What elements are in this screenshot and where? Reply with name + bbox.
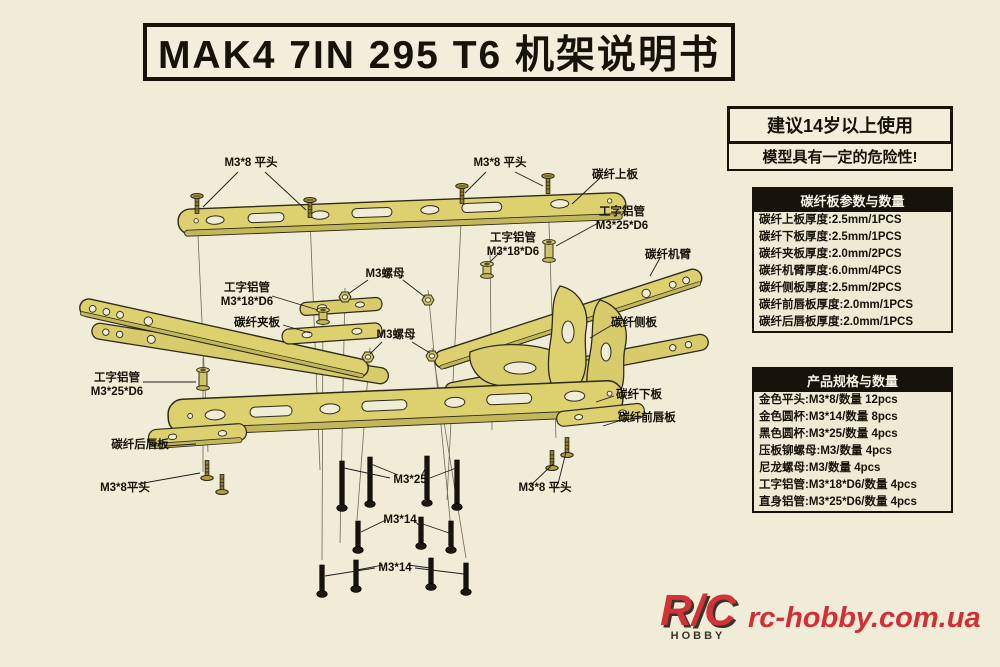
spec-row: 碳纤上板厚度:2.5mm/1PCS — [759, 214, 902, 226]
spec-row: 金色圆杯:M3*14/数量 8pcs — [759, 411, 898, 423]
carbon-arm-left-front — [79, 298, 369, 378]
spec-row: 工字铝管:M3*18*D6/数量 4pcs — [759, 479, 917, 491]
diagram-label-tube-18-mid: 工字铝管 M3*18*D6 — [486, 232, 540, 258]
rc-hobby-logo: R/C HOBBY — [648, 586, 748, 642]
carbon-bottom-plate — [167, 379, 624, 436]
age-warning-text: 建议14岁以上使用 — [727, 106, 953, 144]
spec-row: 压板铆螺母:M3/数量 4pcs — [759, 445, 892, 457]
diagram-label-m3x14-lower: M3*14 — [378, 562, 412, 574]
diagram-label-m3x8-top-left: M3*8 平头 — [224, 157, 278, 169]
logo-rc-text: R/C — [660, 586, 736, 635]
spec-row: 金色平头:M3*8/数量 12pcs — [759, 394, 898, 406]
diagram-label-clamp-plate: 碳纤夹板 — [234, 317, 280, 329]
diagram-label-m3x8-bottom-left: M3*8平头 — [100, 482, 150, 494]
carbon-side-plate-right — [586, 299, 627, 406]
carbon-specs-table: 碳纤板参数与数量 碳纤上板厚度:2.5mm/1PCS 碳纤下板厚度:2.5mm/… — [752, 187, 953, 333]
website-url: rc-hobby.com.ua — [748, 602, 981, 634]
diagram-label-m3x14-upper: M3*14 — [383, 514, 417, 526]
spec-row: 碳纤后唇板厚度:2.0mm/1PCS — [759, 316, 914, 328]
gold-screws-bottom — [200, 437, 574, 495]
diagram-label-bottom-plate: 碳纤下板 — [616, 389, 662, 401]
diagram-label-nut-upper: M3螺母 — [365, 268, 405, 280]
carbon-clamp-plates — [281, 296, 383, 345]
spec-row: 碳纤机臂厚度:6.0mm/4PCS — [759, 265, 902, 277]
diagram-label-m3x8-top-mid: M3*8 平头 — [473, 157, 527, 169]
diagram-label-front-lip: 碳纤前唇板 — [618, 412, 676, 424]
carbon-specs-header: 碳纤板参数与数量 — [754, 189, 951, 212]
spec-row: 黑色圆杯:M3*25/数量 4pcs — [759, 428, 898, 440]
carbon-side-plate-left — [547, 285, 588, 394]
danger-warning-text: 模型具有一定的危险性! — [727, 144, 953, 171]
spec-row: 直身铝管:M3*25*D6/数量 4pcs — [759, 496, 917, 508]
logo-hobby-text: HOBBY — [670, 629, 726, 642]
diagram-label-side-plate: 碳纤侧板 — [611, 317, 657, 329]
diagram-label-m3x25: M3*25 — [393, 474, 427, 486]
diagram-label-nut-lower: M3螺母 — [376, 329, 416, 341]
diagram-label-tube-25-right: 工字铝管 M3*25*D6 — [595, 206, 649, 232]
age-warning-box: 建议14岁以上使用 模型具有一定的危险性! — [727, 106, 953, 171]
title-box: MAK4 7IN 295 T6 机架说明书 — [143, 23, 735, 81]
diagram-label-rear-lip: 碳纤后唇板 — [111, 439, 169, 451]
product-specs-table: 产品规格与数量 金色平头:M3*8/数量 12pcs 金色圆杯:M3*14/数量… — [752, 367, 953, 513]
spec-row: 碳纤前唇板厚度:2.0mm/1PCS — [759, 299, 914, 311]
page-title: MAK4 7IN 295 T6 机架说明书 — [157, 34, 721, 77]
product-specs-header: 产品规格与数量 — [754, 369, 951, 392]
spec-row: 尼龙螺母:M3/数量 4pcs — [759, 462, 881, 474]
spec-row: 碳纤下板厚度:2.5mm/1PCS — [759, 231, 902, 243]
diagram-label-tube-18-left: 工字铝管 M3*18*D6 — [220, 282, 274, 308]
carbon-rear-lip-plate — [147, 423, 248, 449]
diagram-label-top-plate: 碳纤上板 — [592, 169, 638, 181]
diagram-label-tube-25-left: 工字铝管 M3*25*D6 — [90, 372, 144, 398]
spec-row: 碳纤夹板厚度:2.0mm/2PCS — [759, 248, 902, 260]
label-leader-lines — [137, 171, 661, 577]
spec-row: 碳纤侧板厚度:2.5mm/2PCS — [759, 282, 902, 294]
carbon-top-plate — [177, 192, 627, 237]
diagram-label-arm: 碳纤机臂 — [645, 249, 691, 261]
diagram-label-m3x8-bottom-right: M3*8 平头 — [518, 482, 572, 494]
carbon-front-lip-plate — [556, 402, 645, 427]
